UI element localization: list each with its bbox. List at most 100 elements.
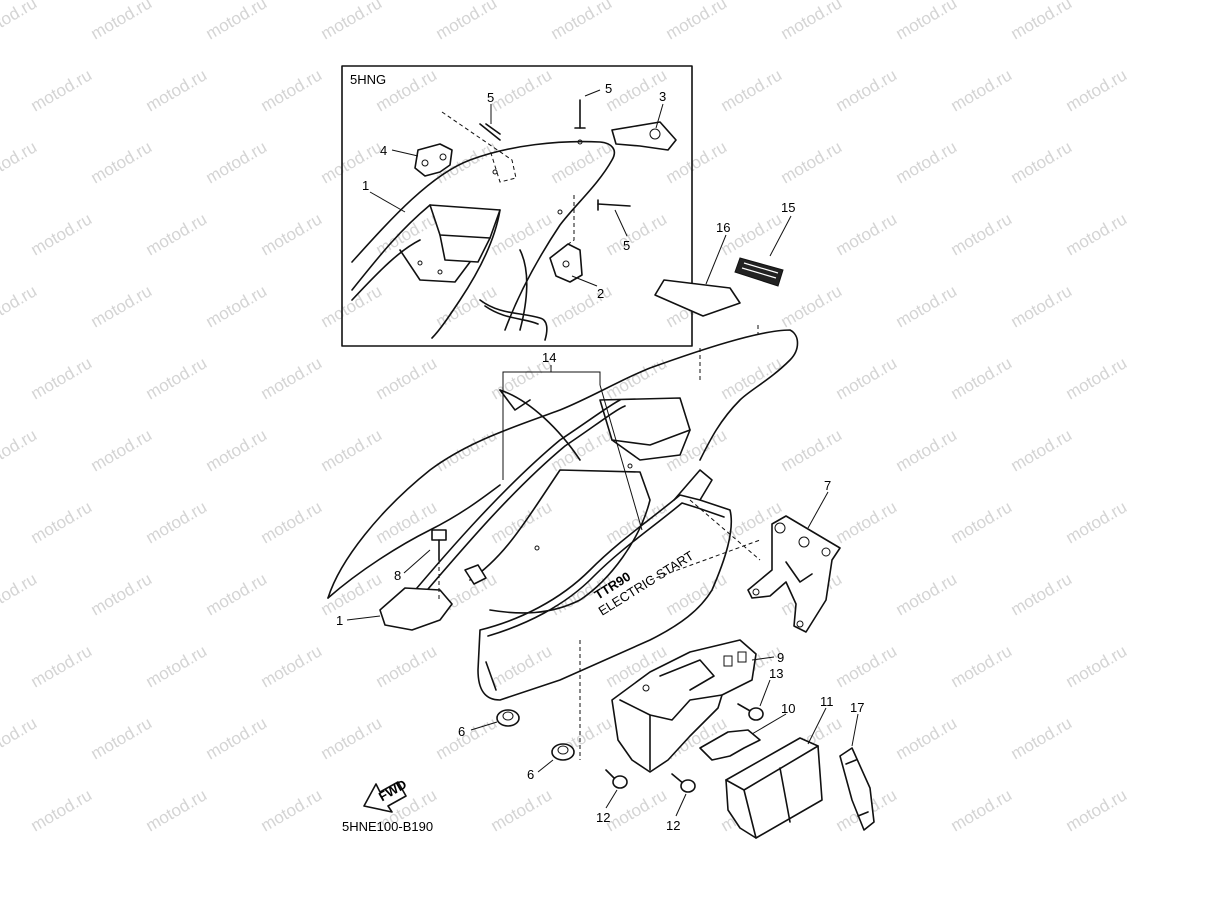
watermark-text: motod.ru <box>778 425 846 475</box>
callout-11: 11 <box>820 694 834 709</box>
watermark-text: motod.ru <box>0 137 40 187</box>
grommet-part-6 <box>496 709 575 761</box>
callout-6a: 6 <box>458 724 465 739</box>
watermark-text: motod.ru <box>663 0 731 43</box>
watermark-text: motod.ru <box>143 209 211 259</box>
watermark-text: motod.ru <box>88 713 156 763</box>
watermark-text: motod.ru <box>1063 65 1131 115</box>
watermark-text: motod.ru <box>0 713 40 763</box>
watermark-text: motod.ru <box>203 137 271 187</box>
watermark-text: motod.ru <box>1063 497 1131 547</box>
inset-code: 5HNG <box>350 72 386 87</box>
callout-9: 9 <box>777 650 784 665</box>
strap-part-10 <box>699 729 761 761</box>
watermark-text: motod.ru <box>258 785 326 835</box>
watermark-text: motod.ru <box>948 65 1016 115</box>
decal-part-15 <box>734 257 784 287</box>
watermark-text: motod.ru <box>1008 425 1076 475</box>
watermark-text: motod.ru <box>258 353 326 403</box>
watermark-text: motod.ru <box>28 65 96 115</box>
watermark-text: motod.ru <box>548 0 616 43</box>
callout-inset-4: 4 <box>380 143 387 158</box>
callout-15: 15 <box>781 200 795 215</box>
watermark-text: motod.ru <box>488 785 556 835</box>
watermark-text: motod.ru <box>373 641 441 691</box>
watermark-text: motod.ru <box>258 497 326 547</box>
watermark-text: motod.ru <box>603 785 671 835</box>
bolt-part-12 <box>605 769 696 793</box>
watermark-text: motod.ru <box>893 281 961 331</box>
watermark-text: motod.ru <box>28 209 96 259</box>
watermark-text: motod.ru <box>373 353 441 403</box>
callout-14: 14 <box>542 350 556 365</box>
inset-border <box>341 65 693 347</box>
watermark-text: motod.ru <box>603 353 671 403</box>
band-part-17 <box>839 747 875 831</box>
watermark-text: motod.ru <box>1008 713 1076 763</box>
watermark-text: motod.ru <box>318 713 386 763</box>
watermark-text: motod.ru <box>1063 641 1131 691</box>
watermark-text: motod.ru <box>718 65 786 115</box>
watermark-text: motod.ru <box>778 137 846 187</box>
watermark-text: motod.ru <box>1008 137 1076 187</box>
watermark-text: motod.ru <box>318 425 386 475</box>
callout-16: 16 <box>716 220 730 235</box>
watermark-text: motod.ru <box>833 497 901 547</box>
watermark-text: motod.ru <box>663 569 731 619</box>
inset-panel: 5HNG <box>341 65 693 347</box>
watermark-text: motod.ru <box>488 497 556 547</box>
callout-inset-5a: 5 <box>487 90 494 105</box>
watermark-text: motod.ru <box>88 569 156 619</box>
callout-6b: 6 <box>527 767 534 782</box>
watermark-text: motod.ru <box>318 0 386 43</box>
watermark-text: motod.ru <box>1063 785 1131 835</box>
watermark-text: motod.ru <box>203 425 271 475</box>
watermark-text: motod.ru <box>258 65 326 115</box>
watermark-text: motod.ru <box>28 353 96 403</box>
watermark-text: motod.ru <box>88 425 156 475</box>
watermark-text: motod.ru <box>0 0 40 43</box>
callout-inset-3: 3 <box>659 89 666 104</box>
inset-seat <box>351 111 616 341</box>
watermark-text: motod.ru <box>28 785 96 835</box>
watermark-text: motod.ru <box>203 281 271 331</box>
watermark-text: motod.ru <box>548 137 616 187</box>
callout-inset-5b: 5 <box>605 81 612 96</box>
watermark-text: motod.ru <box>893 137 961 187</box>
callout-17: 17 <box>850 700 864 715</box>
watermark-text: motod.ru <box>143 641 211 691</box>
case-part-11 <box>725 737 823 839</box>
watermark-text: motod.ru <box>433 713 501 763</box>
watermark-text: motod.ru <box>433 0 501 43</box>
bolt-part-8 <box>431 529 447 600</box>
watermark-text: motod.ru <box>1063 353 1131 403</box>
callout-10: 10 <box>781 701 795 716</box>
watermark-text: motod.ru <box>948 497 1016 547</box>
callout-12b: 12 <box>666 818 680 833</box>
watermark-text: motod.ru <box>433 425 501 475</box>
watermark-text: motod.ru <box>88 137 156 187</box>
watermark-text: motod.ru <box>488 641 556 691</box>
watermark-text: motod.ru <box>893 569 961 619</box>
watermark-text: motod.ru <box>28 497 96 547</box>
bolt-part-13 <box>737 703 764 721</box>
watermark-text: motod.ru <box>143 65 211 115</box>
callout-7: 7 <box>824 478 831 493</box>
watermark-text: motod.ru <box>833 641 901 691</box>
watermark-text: motod.ru <box>203 713 271 763</box>
watermark-text: motod.ru <box>143 497 211 547</box>
watermark-text: motod.ru <box>488 65 556 115</box>
watermark-text: motod.ru <box>603 209 671 259</box>
watermark-text: motod.ru <box>1008 281 1076 331</box>
bracket-part-3 <box>611 121 677 151</box>
bracket-part-7 <box>747 515 841 633</box>
watermark-text: motod.ru <box>718 353 786 403</box>
watermark-text: motod.ru <box>1063 209 1131 259</box>
watermark-text: motod.ru <box>548 425 616 475</box>
callout-inset-5c: 5 <box>623 238 630 253</box>
watermark-text: motod.ru <box>948 785 1016 835</box>
watermark-text: motod.ru <box>203 0 271 43</box>
watermark-text: motod.ru <box>948 641 1016 691</box>
watermark-text: motod.ru <box>833 353 901 403</box>
callout-8: 8 <box>394 568 401 583</box>
